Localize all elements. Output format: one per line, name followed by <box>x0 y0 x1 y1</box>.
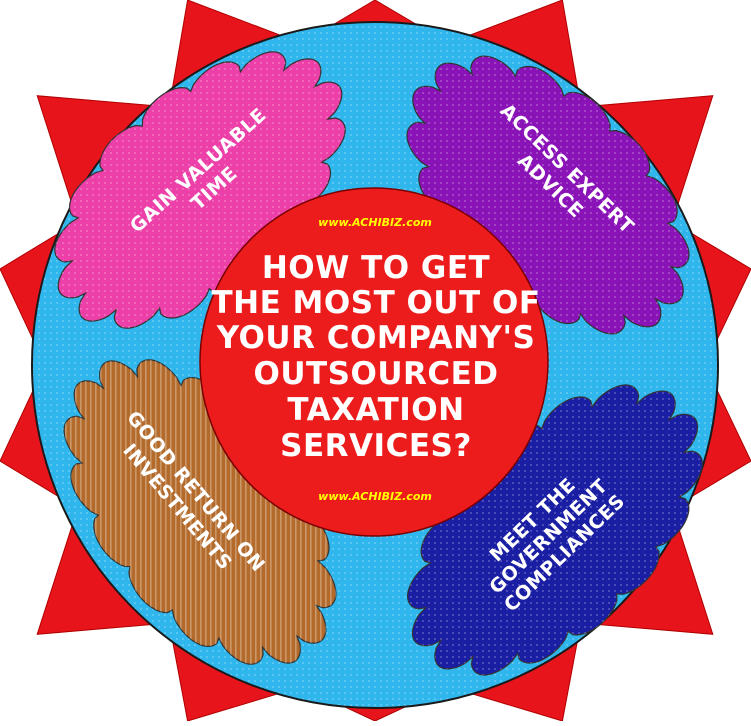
center-title-line-1: HOW TO GET <box>262 250 490 286</box>
cloud-gain-valuable-time <box>54 51 346 329</box>
center-title-line-4: OUTSOURCED <box>253 356 498 392</box>
center-title-line-5: TAXATION <box>287 392 464 428</box>
cloud-texture <box>54 51 346 329</box>
cloud-texture <box>64 359 336 665</box>
cloud-access-expert-advice <box>406 55 690 335</box>
url-bottom: www.ACHIBIZ.com <box>318 490 432 503</box>
center-title-line-2: THE MOST OUT OF <box>211 285 540 321</box>
cloud-texture <box>407 56 689 334</box>
center-circle <box>199 187 549 537</box>
cloud-meet-government-compliances <box>406 384 704 676</box>
center-title-line-6: SERVICES? <box>280 428 472 464</box>
cloud-texture <box>407 384 703 676</box>
center-title-line-3: YOUR COMPANY'S <box>216 320 536 356</box>
url-top: www.ACHIBIZ.com <box>318 216 432 229</box>
